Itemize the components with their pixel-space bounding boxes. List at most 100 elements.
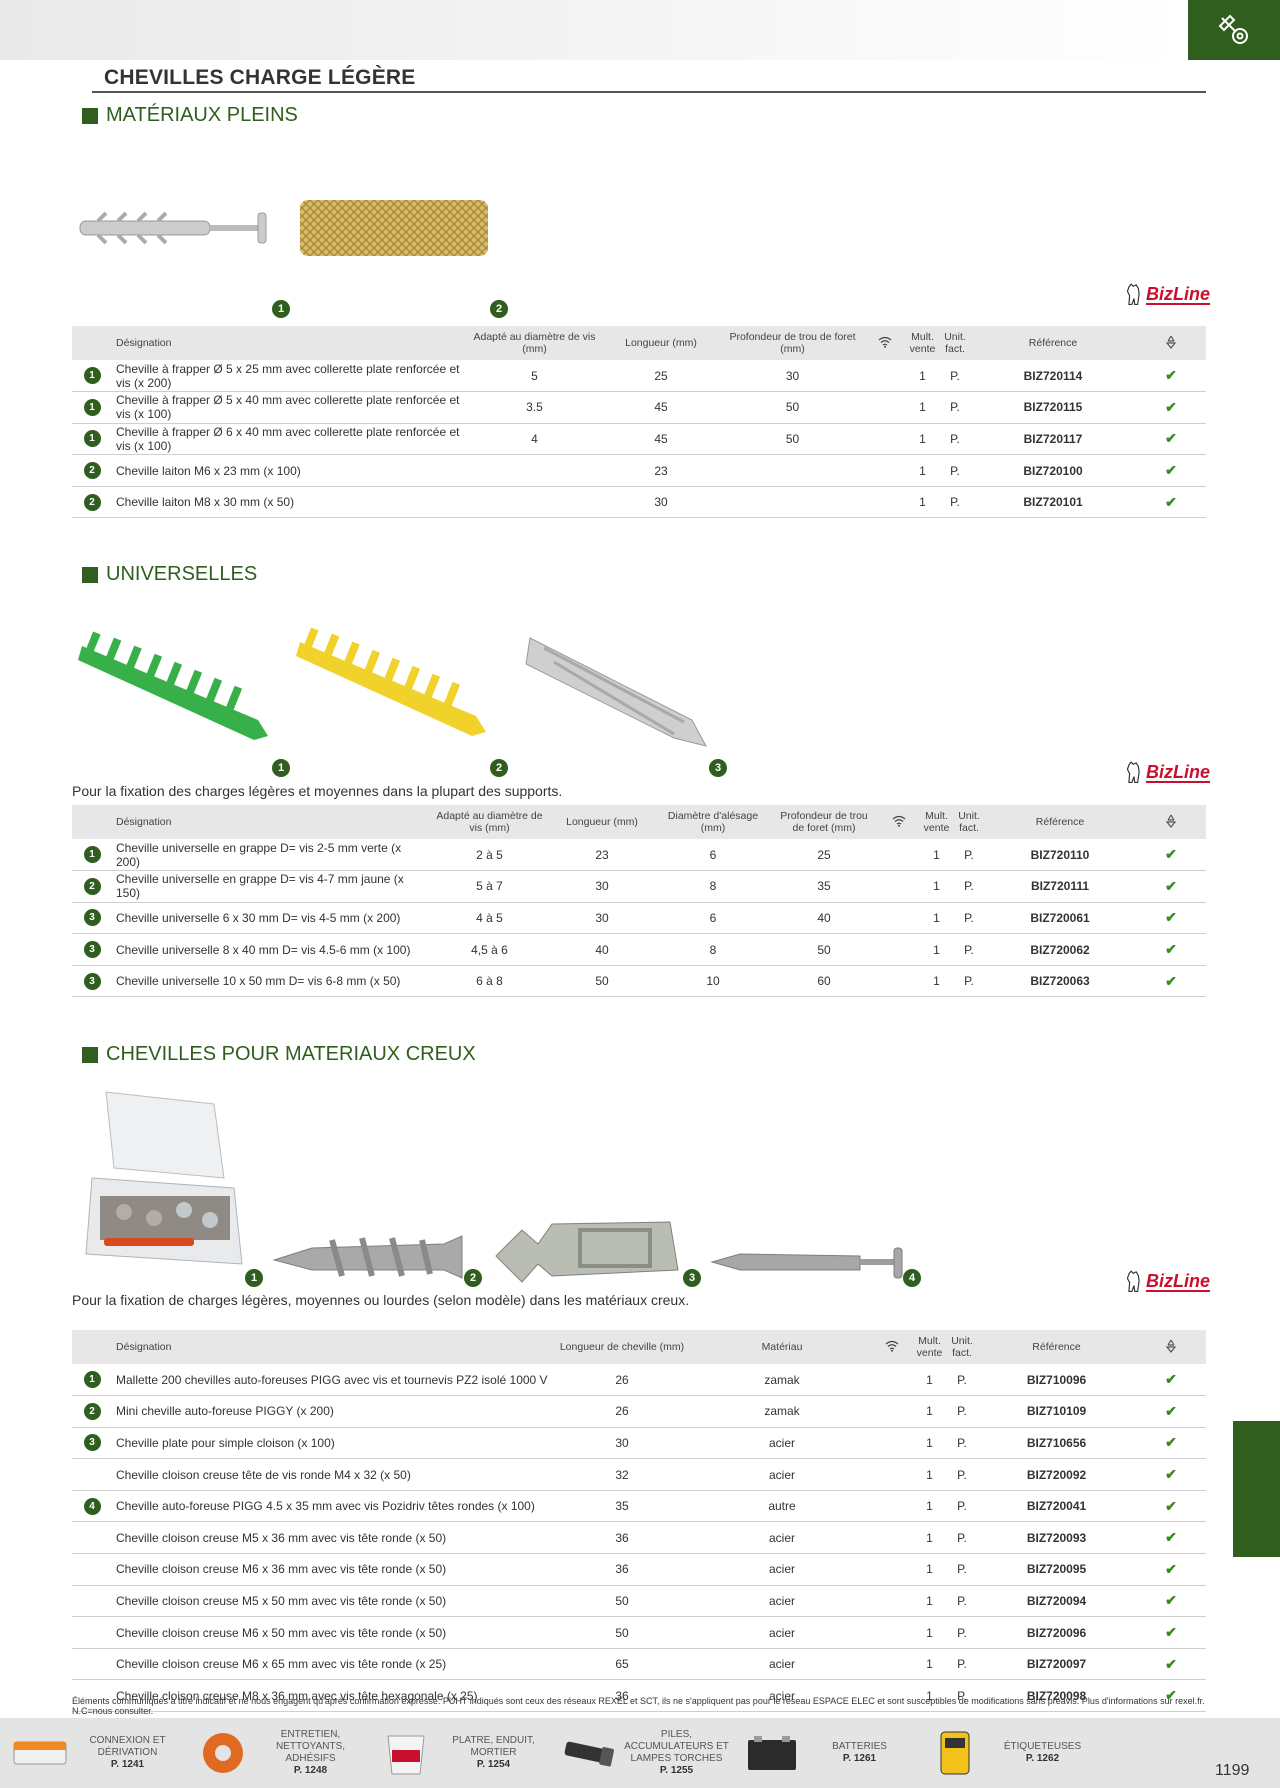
- square-bullet-icon: [82, 1046, 98, 1063]
- marker-2: 2: [490, 759, 508, 777]
- col-longueur: Longueur (mm): [566, 816, 638, 828]
- brand-logo: BizLine: [1126, 276, 1210, 314]
- recycle-icon: [1136, 805, 1206, 839]
- brand-name: BizLine: [1145, 762, 1210, 783]
- strike-anchor-image: [79, 211, 267, 245]
- col-unit: Unit. fact.: [944, 331, 966, 355]
- wifi-icon: [872, 1330, 912, 1364]
- table-row: Cheville cloison creuse M5 x 36 mm avec …: [72, 1521, 1206, 1555]
- col-longueur: Longueur (mm): [625, 337, 697, 349]
- check-icon: ✔: [1136, 1585, 1206, 1618]
- col-mult: Mult. vente: [916, 1335, 943, 1359]
- section-title-pleins: MATÉRIAUX PLEINS: [82, 104, 298, 127]
- tape-roll-icon: [203, 1733, 243, 1773]
- self-drill-anchor-image: [272, 1235, 463, 1279]
- brand-logo: BizLine: [1126, 754, 1210, 792]
- anchor-case-image: [85, 1091, 243, 1265]
- marker-1: 1: [245, 1269, 263, 1287]
- col-alesage: Diamètre d'alésage (mm): [667, 810, 759, 834]
- plaster-bucket-icon: [387, 1735, 425, 1775]
- check-icon: ✔: [1136, 933, 1206, 966]
- check-icon: ✔: [1136, 1458, 1206, 1491]
- bear-logo-icon: [1126, 1270, 1140, 1293]
- col-diam: Adapté au diamètre de vis (mm): [473, 331, 596, 355]
- check-icon: ✔: [1136, 1616, 1206, 1649]
- check-icon: ✔: [1136, 360, 1206, 393]
- check-icon: ✔: [1136, 1521, 1206, 1555]
- top-band: [0, 0, 1188, 60]
- marker-4: 4: [903, 1269, 921, 1287]
- check-icon: ✔: [1136, 1364, 1206, 1397]
- brand-name: BizLine: [1145, 1271, 1210, 1292]
- square-bullet-icon: [82, 566, 98, 583]
- table-row: Cheville cloison creuse M5 x 50 mm avec …: [72, 1585, 1206, 1618]
- check-icon: ✔: [1136, 1427, 1206, 1460]
- brand-logo: BizLine: [1126, 1263, 1210, 1301]
- check-icon: ✔: [1136, 486, 1206, 519]
- col-mult: Mult. vente: [909, 331, 936, 355]
- table-row: Cheville cloison creuse M6 x 50 mm avec …: [72, 1616, 1206, 1649]
- bear-logo-icon: [1126, 283, 1140, 306]
- table-creux: Désignation Longueur de cheville (mm) Ma…: [72, 1330, 1206, 1713]
- col-profondeur: Profondeur de trou de foret (mm): [780, 810, 868, 834]
- label-printer-icon: [940, 1731, 970, 1775]
- bear-logo-icon: [1126, 761, 1140, 784]
- check-icon: ✔: [1136, 1553, 1206, 1586]
- col-reference: Référence: [1028, 337, 1078, 349]
- col-reference: Référence: [1035, 816, 1085, 828]
- table-header: Désignation Adapté au diamètre de vis (m…: [72, 326, 1206, 360]
- check-icon: ✔: [1136, 870, 1206, 903]
- table-row: Cheville cloison creuse tête de vis rond…: [72, 1458, 1206, 1491]
- marker-3: 3: [709, 759, 727, 777]
- connector-icon: [13, 1741, 67, 1765]
- col-designation: Désignation: [116, 337, 172, 349]
- footnote: Éléments communiqués à titre indicatif e…: [72, 1696, 1205, 1716]
- col-materiau: Matériau: [761, 1341, 803, 1353]
- col-diam: Adapté au diamètre de vis (mm): [436, 810, 543, 834]
- marker-1: 1: [272, 300, 290, 318]
- brass-anchor-image: [300, 200, 488, 256]
- check-icon: ✔: [1136, 839, 1206, 872]
- marker-2: 2: [490, 300, 508, 318]
- section-intro: Pour la fixation de charges légères, moy…: [72, 1292, 690, 1308]
- grey-anchor-image: [525, 637, 707, 747]
- pigg-anchor-image: [710, 1247, 903, 1279]
- section-title-creux: CHEVILLES POUR MATERIAUX CREUX: [82, 1043, 476, 1066]
- marker-2: 2: [464, 1269, 482, 1287]
- recycle-icon: [1136, 1330, 1206, 1364]
- check-icon: ✔: [1136, 1490, 1206, 1523]
- page-number: 1199: [1215, 1762, 1250, 1779]
- check-icon: ✔: [1136, 1395, 1206, 1428]
- tools-icon: [1218, 14, 1248, 44]
- section-intro: Pour la fixation des charges légères et …: [72, 783, 563, 799]
- check-icon: ✔: [1136, 454, 1206, 487]
- table-row: Cheville cloison creuse M8 x 36 mm avec …: [72, 1679, 1206, 1713]
- table-header: Désignation Longueur de cheville (mm) Ma…: [72, 1330, 1206, 1364]
- table-row: Cheville cloison creuse M6 x 36 mm avec …: [72, 1553, 1206, 1586]
- wifi-icon: [865, 326, 905, 360]
- marker-1: 1: [272, 759, 290, 777]
- table-pleins: Désignation Adapté au diamètre de vis (m…: [72, 326, 1206, 519]
- table-row: Cheville cloison creuse M6 x 65 mm avec …: [72, 1648, 1206, 1681]
- green-anchor-strip-image: [78, 631, 268, 740]
- table-universelles: Désignation Adapté au diamètre de vis (m…: [72, 805, 1206, 998]
- table-header: Désignation Adapté au diamètre de vis (m…: [72, 805, 1206, 839]
